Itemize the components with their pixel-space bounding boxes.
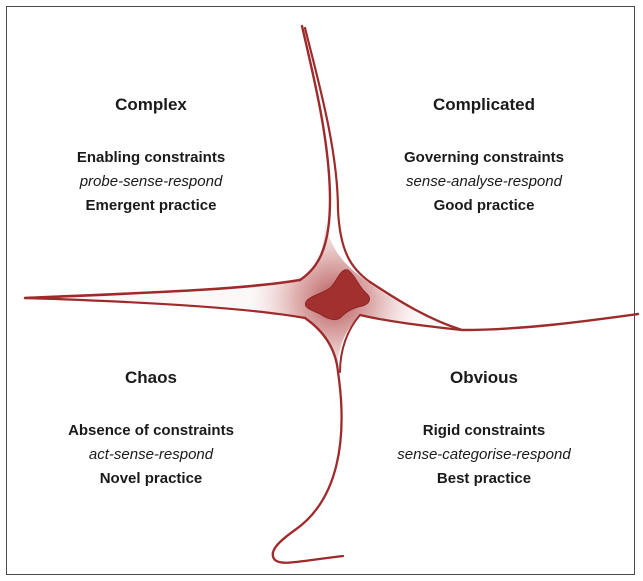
center-disorder-blob [304,269,370,321]
bottom-boundary-line [271,316,345,564]
quadrant-complicated: Complicated Governing constraints sense-… [354,94,614,218]
constraints-label: Absence of constraints [68,422,234,439]
practice-label: Good practice [433,197,535,214]
center-shaded-region [25,220,460,365]
practice-label: Best practice [436,470,532,487]
left-boundary-line [23,278,302,300]
approach-label: probe-sense-respond [79,173,223,190]
constraints-label: Enabling constraints [76,149,226,166]
constraints-label: Governing constraints [403,149,565,166]
right-boundary-line [368,280,640,332]
practice-label: Emergent practice [85,197,217,214]
approach-label: act-sense-respond [88,446,214,463]
quadrant-title: Complex [115,95,187,114]
quadrant-title: Chaos [125,368,177,387]
approach-label: sense-analyse-respond [406,173,562,190]
quadrant-title: Complicated [432,95,536,114]
quadrant-complex: Complex Enabling constraints probe-sense… [21,94,281,218]
approach-label: sense-categorise-respond [397,446,571,463]
constraints-label: Rigid constraints [422,422,546,439]
quadrant-chaos: Chaos Absence of constraints act-sense-r… [21,367,281,491]
practice-label: Novel practice [99,470,203,487]
quadrant-obvious: Obvious Rigid constraints sense-categori… [354,367,614,491]
quadrant-title: Obvious [449,368,518,387]
top-boundary-line [298,24,332,282]
